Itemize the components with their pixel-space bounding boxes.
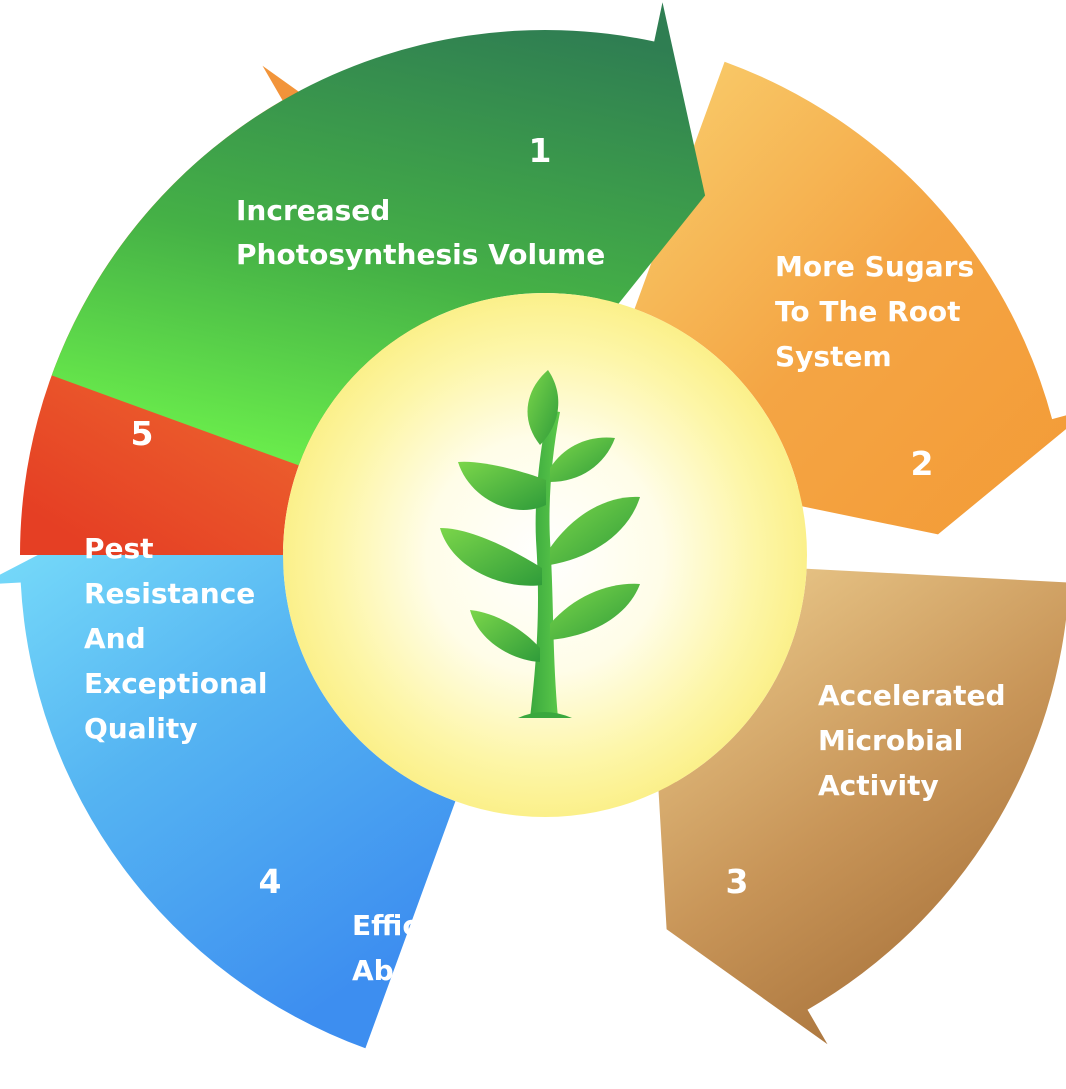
plant-sprout-icon	[440, 370, 640, 718]
step-label-line: Resistance	[84, 577, 255, 610]
step-number: 1	[529, 131, 552, 170]
step-label-line: Increased	[236, 194, 390, 227]
step-number: 3	[726, 862, 749, 901]
step-number: 5	[131, 414, 154, 453]
step-label-line: Efficient Mineral	[352, 909, 609, 942]
step-label-line: Microbial	[818, 724, 963, 757]
step-label-line: Activity	[818, 769, 939, 802]
step-label-line: Absorption	[352, 954, 526, 987]
step-label-line: And	[84, 622, 146, 655]
step-label-line: Quality	[84, 712, 197, 745]
segment-3-microbial-activity	[656, 568, 1066, 1045]
segment-4-mineral-absorption	[0, 493, 456, 1049]
step-label-line: Pest	[84, 532, 154, 565]
step-label-line: System	[775, 340, 892, 373]
segment-2-sugars-to-root	[634, 61, 1066, 535]
step-number: 2	[911, 444, 934, 483]
step-number: 4	[259, 862, 282, 901]
segment-1-photosynthesis	[51, 2, 706, 466]
step-label-line: Photosynthesis Volume	[236, 238, 605, 271]
step-label-line: To The Root	[775, 295, 961, 328]
step-label-line: Exceptional	[84, 667, 267, 700]
step-label-line: More Sugars	[775, 250, 974, 283]
cycle-segments	[0, 2, 1066, 1049]
step-label-line: Accelerated	[818, 679, 1006, 712]
